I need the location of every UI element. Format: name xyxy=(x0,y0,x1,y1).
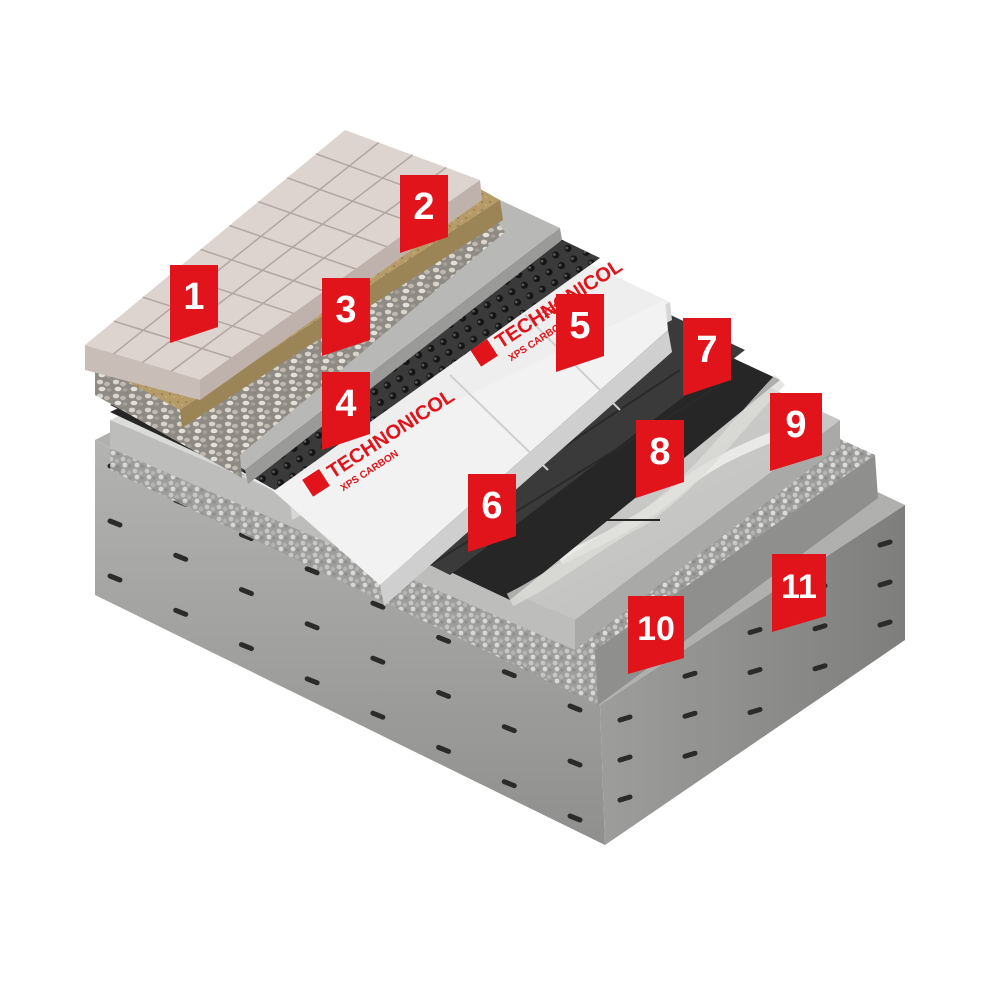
marker-1: 1 xyxy=(170,265,218,343)
rebar-end xyxy=(812,663,828,672)
marker-4: 4 xyxy=(322,372,370,450)
rebar-ends xyxy=(107,463,893,823)
marker-9: 9 xyxy=(770,393,822,471)
rebar-end xyxy=(107,518,123,528)
marker-flag-icon xyxy=(170,265,218,343)
marker-flag-icon xyxy=(400,175,448,253)
marker-label: 8 xyxy=(649,431,670,473)
rebar-end xyxy=(304,621,320,631)
marker-flag-icon xyxy=(628,596,684,674)
marker-7: 7 xyxy=(683,318,731,396)
marker-label: 2 xyxy=(413,186,434,228)
rebar-end xyxy=(370,655,386,665)
marker-flag-icon xyxy=(322,278,370,356)
marker-label: 1 xyxy=(183,276,204,318)
rebar-end xyxy=(617,754,633,763)
rebar-end xyxy=(304,566,320,576)
rebar-end xyxy=(370,710,386,720)
rebar-end xyxy=(682,750,698,759)
marker-5: 5 xyxy=(556,294,604,372)
marker-flag-icon xyxy=(770,393,822,471)
rebar-end xyxy=(238,587,254,597)
rebar-end xyxy=(436,744,452,754)
rebar-end xyxy=(304,676,320,686)
marker-11: 11 xyxy=(772,554,826,632)
rebar-end xyxy=(747,627,763,635)
rebar-end xyxy=(238,642,254,652)
screed-side xyxy=(575,420,840,650)
rebar-end xyxy=(812,623,828,632)
rebar-end xyxy=(877,619,893,628)
marker-label: 3 xyxy=(335,289,356,331)
slab-side-face xyxy=(600,505,905,845)
marker-flag-icon xyxy=(636,420,684,498)
rebar-end xyxy=(567,758,583,768)
marker-flag-icon xyxy=(683,318,731,396)
rebar-end xyxy=(617,714,633,723)
marker-label: 4 xyxy=(335,383,356,425)
rebar-end xyxy=(567,813,583,823)
marker-flag-icon xyxy=(772,554,826,632)
marker-flag-icon xyxy=(468,474,516,552)
marker-label: 11 xyxy=(781,568,817,606)
rebar-end xyxy=(238,532,254,542)
marker-label: 7 xyxy=(696,329,717,371)
layer-markers: 1 2 3 4 5 6 7 8 xyxy=(170,175,826,674)
marker-label: 5 xyxy=(569,305,590,347)
marker-6: 6 xyxy=(468,474,516,552)
paver-joint xyxy=(113,141,380,355)
rebar-end xyxy=(747,707,763,715)
gravel-front xyxy=(95,370,242,478)
brand-logo-icon xyxy=(302,469,330,497)
rebar-end xyxy=(436,689,452,699)
marker-8: 8 xyxy=(636,420,684,498)
marker-3: 3 xyxy=(322,278,370,356)
rebar-end xyxy=(682,710,698,719)
rebar-end xyxy=(617,794,633,803)
marker-flag-icon xyxy=(556,294,604,372)
rebar-end xyxy=(747,667,763,675)
rebar-end xyxy=(567,703,583,713)
rebar-end xyxy=(370,600,386,610)
rebar-end xyxy=(682,670,698,679)
paver-joint xyxy=(200,248,325,292)
marker-flag-icon xyxy=(322,372,370,450)
marker-label: 6 xyxy=(481,485,502,527)
rebar-end xyxy=(877,579,893,588)
rebar-end xyxy=(501,669,517,679)
brand-logo-icon xyxy=(470,339,498,367)
paver-joint xyxy=(286,177,419,226)
board-lower-edge xyxy=(380,330,672,606)
marker-2: 2 xyxy=(400,175,448,253)
rebar-end xyxy=(436,634,452,644)
marker-10: 10 xyxy=(628,596,684,674)
paver-joint xyxy=(229,224,356,270)
board-lower-top xyxy=(272,300,668,585)
rebar-end xyxy=(173,552,189,562)
rebar-end xyxy=(877,539,893,548)
pavers-front xyxy=(85,345,200,400)
rebar-end xyxy=(501,724,517,734)
rebar-end xyxy=(501,779,517,789)
rebar-end xyxy=(107,573,123,583)
slab-front-face xyxy=(95,440,605,845)
marker-label: 9 xyxy=(785,404,806,446)
marker-label: 10 xyxy=(637,610,675,648)
paver-joint xyxy=(258,200,387,248)
rebar-end xyxy=(173,607,189,617)
